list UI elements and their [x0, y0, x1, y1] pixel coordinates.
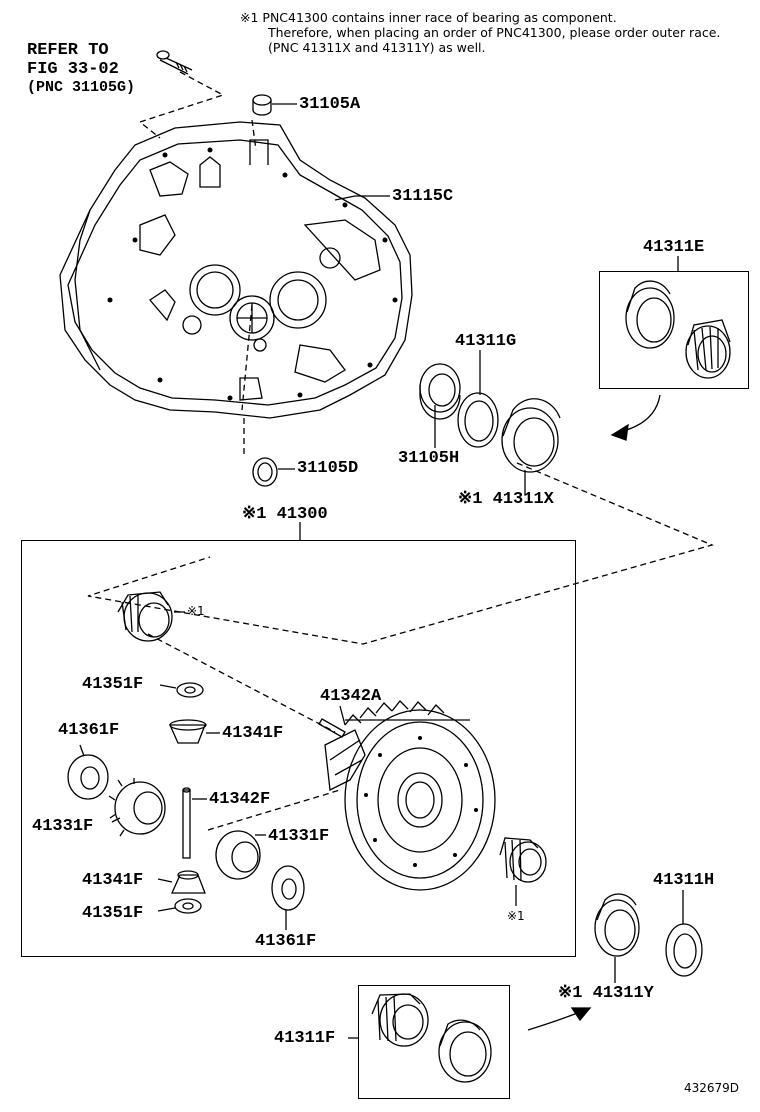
- label-31115C: 31115C: [392, 187, 454, 206]
- label-41341F-a: 41341F: [222, 724, 284, 743]
- bearing-41300-right: [499, 837, 547, 883]
- refer-line-1: REFER TO: [27, 41, 109, 60]
- housing-drawing: [59, 121, 413, 419]
- label-41351F-a: 41351F: [82, 675, 144, 694]
- label-41361F-a: 41361F: [58, 721, 120, 740]
- washer-41361F-b: [271, 865, 305, 911]
- label-41331F-b: 41331F: [268, 827, 330, 846]
- note-line-2: Therefore, when placing an order of PNC4…: [268, 25, 721, 40]
- refer-line-3: (PNC 31105G): [27, 79, 136, 96]
- bolt-drawing: [156, 50, 193, 75]
- label-41311F: 41311F: [274, 1029, 336, 1048]
- side-gear-41331F-a: [108, 778, 166, 837]
- label-41341F-b: 41341F: [82, 871, 144, 890]
- diff-case-ring-gear: [324, 700, 496, 891]
- dashed-connectors: [87, 71, 714, 831]
- label-41351F-b: 41351F: [82, 904, 144, 923]
- kit-box-41300: [21, 540, 576, 957]
- label-41331F-a: 41331F: [32, 817, 94, 836]
- shim-41311G: [457, 392, 499, 448]
- mark-1-top: ※1: [187, 604, 205, 618]
- shaft-41342F: [182, 787, 191, 859]
- note-line-3: (PNC 41311X and 41311Y) as well.: [268, 40, 486, 55]
- side-gear-41331F-b: [215, 830, 261, 880]
- pinion-41341F-a: [168, 719, 207, 744]
- pin-41342A: [318, 718, 346, 738]
- kit-box-41311F: [358, 985, 510, 1099]
- shim-41311H: [665, 923, 703, 977]
- kit-box-41311E: [599, 271, 749, 389]
- outer-race-41311Y: [594, 893, 640, 957]
- label-31105H: 31105H: [398, 449, 460, 468]
- seal-31105D: [252, 457, 278, 487]
- label-41311H: 41311H: [653, 871, 715, 890]
- label-41311Y: ※1 41311Y: [558, 984, 654, 1003]
- pinion-41341F-b: [170, 870, 206, 894]
- mark-1-bottom: ※1: [507, 909, 525, 923]
- washer-41361F-a: [67, 754, 109, 800]
- note-line-1: ※1 PNC41300 contains inner race of beari…: [240, 10, 617, 25]
- label-41311E: 41311E: [643, 238, 705, 257]
- label-41361F-b: 41361F: [255, 932, 317, 951]
- outer-race-41311X: [501, 398, 561, 473]
- label-31105A: 31105A: [299, 95, 361, 114]
- bearing-41311F: [371, 993, 492, 1083]
- seal-31105H: [419, 363, 461, 420]
- label-41311G: 41311G: [455, 332, 517, 351]
- refer-line-2: FIG 33-02: [27, 60, 119, 79]
- bearing-41311E: [625, 280, 731, 379]
- diagram-id: 432679D: [684, 1081, 740, 1095]
- label-41300: ※1 41300: [242, 505, 328, 524]
- washer-41351F-b: [174, 898, 202, 914]
- label-41311X: ※1 41311X: [458, 490, 554, 509]
- label-31105D: 31105D: [297, 459, 359, 478]
- label-41342F: 41342F: [209, 790, 271, 809]
- bearing-41300-top: [117, 591, 173, 642]
- label-41342A: 41342A: [320, 687, 382, 706]
- seal-31105A: [252, 94, 272, 116]
- washer-41351F-a: [176, 682, 204, 698]
